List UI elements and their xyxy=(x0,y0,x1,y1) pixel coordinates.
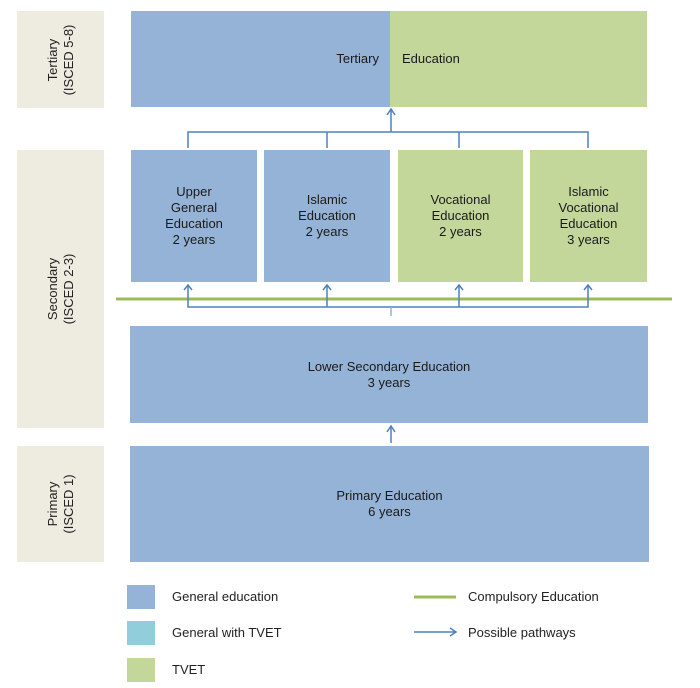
islamic-education-box: Islamic Education 2 years xyxy=(264,150,390,282)
box-line: 2 years xyxy=(439,224,482,239)
legend-arrow-icon xyxy=(414,627,458,637)
upper-general-education-box: Upper General Education 2 years xyxy=(131,150,257,282)
pathway-to-lower-secondary xyxy=(386,424,396,443)
box-line: Upper xyxy=(176,184,212,199)
pathway-to-upper-secondary xyxy=(183,283,593,316)
box-line: Vocational xyxy=(430,192,491,207)
lower-secondary-duration: 3 years xyxy=(367,374,411,390)
legend-swatch-general xyxy=(127,585,155,609)
lower-secondary-title: Lower Secondary Education xyxy=(307,358,471,374)
box-line: Education xyxy=(559,216,618,231)
primary-duration: 6 years xyxy=(368,504,411,519)
legend-swatch-general-tvet xyxy=(127,621,155,645)
arrowhead-icon xyxy=(583,283,593,291)
legend-label-pathways: Possible pathways xyxy=(468,625,576,640)
tertiary-tvet-box: Education xyxy=(390,11,647,107)
level-label-tertiary: Tertiary (ISCED 5-8) xyxy=(17,11,104,108)
box-line: Education xyxy=(431,208,490,223)
primary-title: Primary Education xyxy=(336,488,443,503)
legend-label-tvet: TVET xyxy=(172,662,206,677)
box-line: Vocational xyxy=(558,200,619,215)
tertiary-general-box: Tertiary xyxy=(131,11,390,107)
box-line: Islamic xyxy=(306,192,348,207)
level-label-secondary: Secondary (ISCED 2-3) xyxy=(17,150,104,428)
box-line: 2 years xyxy=(305,224,349,239)
vocational-education-box: Vocational Education 2 years xyxy=(398,150,523,282)
box-line: 3 years xyxy=(567,232,610,247)
legend-label-compulsory: Compulsory Education xyxy=(468,589,599,604)
box-line: Education xyxy=(165,216,223,231)
box-line: Islamic xyxy=(568,184,609,199)
arrowhead-icon xyxy=(386,424,396,433)
legend-label-general: General education xyxy=(172,589,279,604)
lower-secondary-education-box: Lower Secondary Education 3 years xyxy=(130,326,648,423)
level-label-primary: Primary (ISCED 1) xyxy=(17,446,104,562)
box-line: 2 years xyxy=(172,232,216,247)
box-line: General xyxy=(170,200,218,215)
tertiary-left-text: Tertiary xyxy=(336,51,379,66)
arrowhead-icon xyxy=(386,107,396,116)
box-line: Education xyxy=(298,208,356,223)
primary-education-box: Primary Education 6 years xyxy=(130,446,649,562)
pathway-to-tertiary xyxy=(187,107,589,148)
arrowhead-icon xyxy=(322,283,332,291)
tertiary-right-text: Education xyxy=(402,51,460,66)
legend-swatch-tvet xyxy=(127,658,155,682)
legend-label-general-tvet: General with TVET xyxy=(172,625,282,640)
arrowhead-icon xyxy=(454,283,464,291)
islamic-vocational-education-box: Islamic Vocational Education 3 years xyxy=(530,150,647,282)
arrowhead-icon xyxy=(183,283,193,291)
